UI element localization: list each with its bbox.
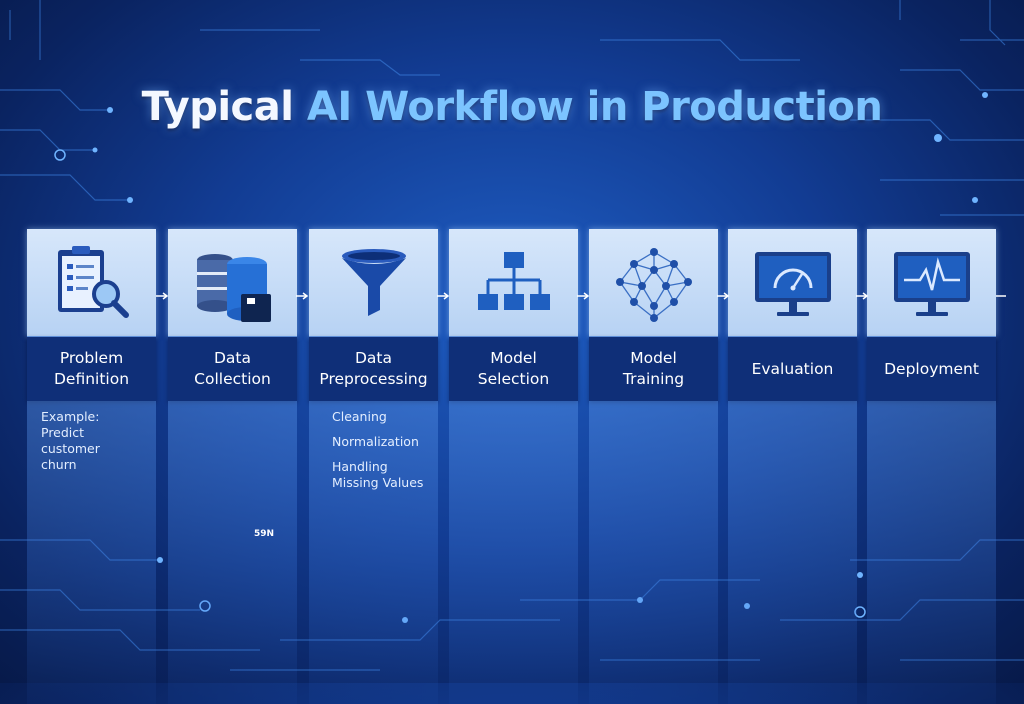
stage-details: Cleaning Normalization Handling Missing … — [309, 401, 438, 704]
stage-note: Example: Predict customer churn — [41, 409, 100, 472]
stage-icon-panel — [309, 229, 438, 336]
stage-data-collection: Data Collection 59N — [168, 229, 297, 704]
arrow-right-icon — [296, 292, 309, 300]
arrow-right-icon — [717, 292, 730, 300]
stage-model-selection: Model Selection — [449, 229, 578, 704]
arrow-right-icon — [856, 292, 869, 300]
arrow-right-icon — [577, 292, 590, 300]
stage-label: Evaluation — [728, 336, 857, 401]
stage-label: Model Training — [589, 336, 718, 401]
diagram-title: Typical AI Workflow in Production — [0, 84, 1024, 130]
circuit-background — [0, 0, 1024, 671]
arrow-right-icon — [437, 292, 450, 300]
stage-details — [728, 401, 857, 704]
arrow-right-icon — [156, 292, 169, 300]
stage-model-training: Model Training — [589, 229, 718, 704]
database-badge: 59N — [253, 529, 275, 539]
heartbeat-monitor-icon — [893, 251, 970, 316]
gauge-monitor-icon — [754, 251, 831, 316]
stage-bullet-list: Cleaning Normalization Handling Missing … — [309, 409, 438, 491]
hierarchy-icon — [477, 251, 550, 310]
title-part2: AI Workflow in Production — [306, 84, 883, 130]
stage-label-text: Model Training — [622, 349, 685, 388]
stage-evaluation: Evaluation — [728, 229, 857, 704]
stage-label-text: Problem Definition — [53, 349, 130, 388]
stage-icon-panel — [449, 229, 578, 336]
stage-details — [589, 401, 718, 704]
stage-label-text: Data Preprocessing — [319, 349, 428, 388]
stage-label-text: Data Collection — [194, 349, 271, 388]
database-icon — [196, 253, 271, 322]
stage-label: Model Selection — [449, 336, 578, 401]
neural-network-icon — [615, 247, 692, 322]
bullet-item: Handling Missing Values — [332, 459, 424, 490]
bullet-item: Normalization — [332, 434, 419, 449]
stage-problem-definition: Problem Definition Example: Predict cust… — [27, 229, 156, 704]
stage-details — [449, 401, 578, 704]
stage-details: Example: Predict customer churn — [27, 401, 156, 704]
stage-details — [168, 401, 297, 704]
stage-icon-panel — [27, 229, 156, 336]
stage-label: Problem Definition — [27, 336, 156, 401]
stage-deployment: Deployment — [867, 229, 996, 704]
stage-label-text: Evaluation — [751, 359, 834, 378]
clipboard-search-icon — [57, 245, 129, 318]
arrow-right-icon — [996, 295, 1006, 297]
stage-icon-panel — [589, 229, 718, 336]
title-part1: Typical — [141, 84, 307, 130]
funnel-icon — [341, 248, 406, 316]
stage-data-preprocessing: Data Preprocessing Cleaning Normalizatio… — [309, 229, 438, 704]
stage-label: Deployment — [867, 336, 996, 401]
stage-label: Data Collection — [168, 336, 297, 401]
stage-icon-panel — [168, 229, 297, 336]
stage-label-text: Deployment — [884, 359, 979, 378]
stage-label: Data Preprocessing — [309, 336, 438, 401]
bullet-item: Cleaning — [332, 409, 387, 424]
stage-icon-panel — [867, 229, 996, 336]
stage-label-text: Model Selection — [477, 349, 550, 388]
stage-icon-panel — [728, 229, 857, 336]
stage-details — [867, 401, 996, 704]
